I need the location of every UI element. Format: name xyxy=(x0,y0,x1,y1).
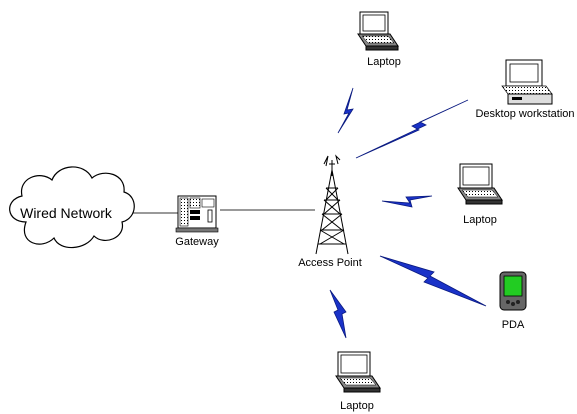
lightning-icon xyxy=(337,87,354,134)
lightning-bolts xyxy=(329,87,487,339)
gateway-icon xyxy=(175,195,219,233)
desktop-icon xyxy=(501,59,553,105)
pda-label: PDA xyxy=(501,319,525,331)
pda-icon xyxy=(499,271,527,311)
cloud-icon xyxy=(9,166,135,249)
desktop-workstation-label: Desktop workstation xyxy=(475,108,575,120)
access-point-label: Access Point xyxy=(298,257,362,269)
laptop-icon xyxy=(357,11,399,51)
antenna-tower-icon xyxy=(315,154,349,255)
lightning-icon xyxy=(381,195,433,208)
laptop-top-label: Laptop xyxy=(367,56,401,68)
lightning-icon xyxy=(329,289,347,339)
connector-lines xyxy=(126,209,315,214)
laptop-icon xyxy=(457,163,503,205)
laptop-right-label: Laptop xyxy=(463,214,497,226)
lightning-icon xyxy=(355,99,469,159)
laptop-icon xyxy=(335,351,381,393)
gateway-label: Gateway xyxy=(175,236,219,248)
wired-network-label: Wired Network xyxy=(20,205,112,221)
lightning-icon xyxy=(379,255,487,307)
laptop-bottom-label: Laptop xyxy=(340,400,374,412)
